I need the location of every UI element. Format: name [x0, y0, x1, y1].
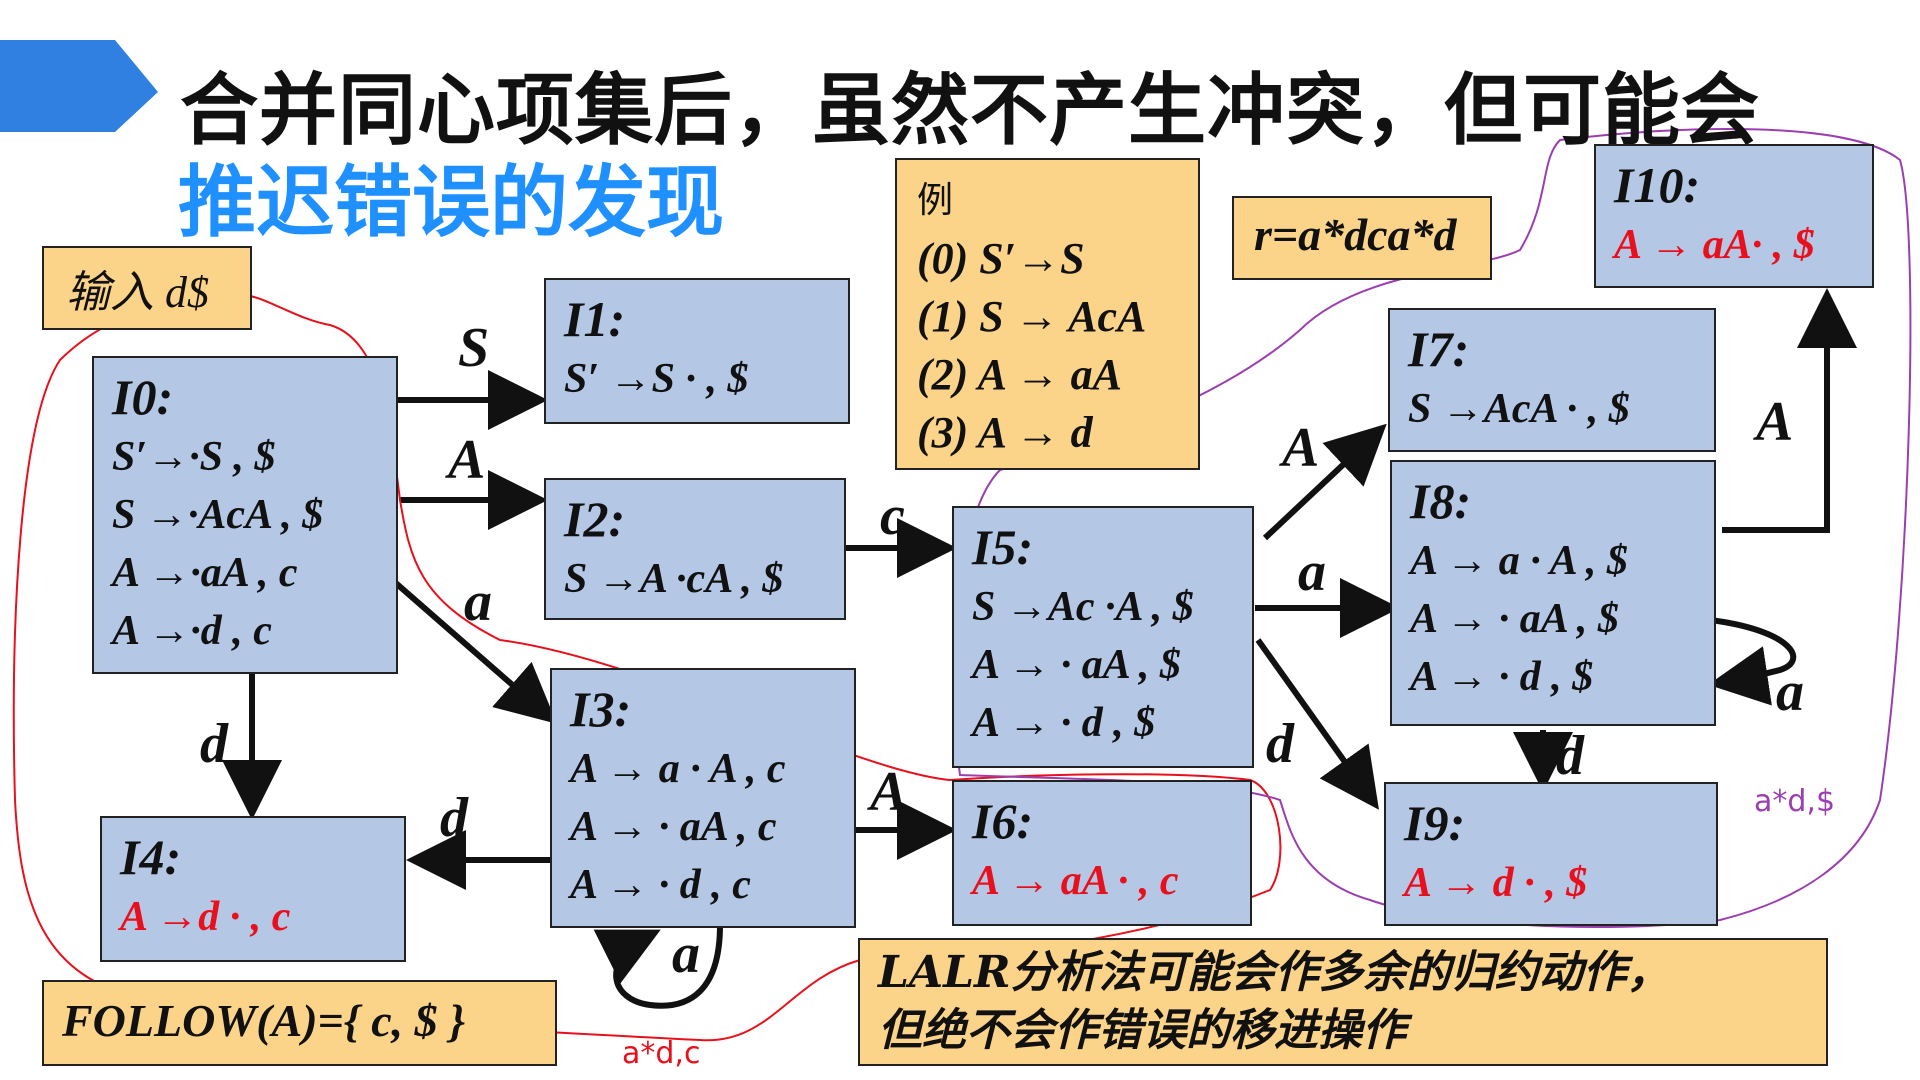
input-note-text: 输入 d$: [66, 268, 209, 317]
lr-item: A → · d , $: [1410, 654, 1594, 700]
state-name: I3:: [570, 681, 632, 737]
regex-text: r=a*dca*d: [1254, 209, 1457, 260]
edge-I8-I10: [1722, 288, 1857, 533]
state-I9: I9: A → d · , $: [1384, 782, 1718, 926]
state-name: I5:: [972, 519, 1034, 575]
header-arrow-banner: [0, 40, 158, 132]
state-name: I6:: [972, 793, 1034, 849]
edge-label-I0-I4: d: [200, 713, 228, 775]
edge-label-I8-I8: a: [1776, 661, 1804, 723]
state-I5: I5: S →Ac ·A , $ A → · aA , $ A → · d , …: [952, 506, 1254, 768]
lr-item: S′→·S , $: [112, 434, 276, 480]
lr-item: A → d · , $: [1404, 860, 1588, 906]
edge-I8-I8-loop: [1708, 617, 1797, 706]
lr-item: S →A ·cA , $: [564, 556, 784, 602]
purple-handwritten-label: a*d,$: [1754, 784, 1836, 819]
grammar-rule: (0) S′→S: [917, 234, 1085, 283]
lr-item: A →d · , c: [120, 894, 291, 940]
state-name: I0:: [112, 369, 174, 425]
edge-I5-I9: [1255, 638, 1379, 810]
follow-note: FOLLOW(A)={ c, $ }: [42, 980, 557, 1066]
grammar-rule: (2) A → aA: [917, 350, 1122, 399]
lr-item: S →AcA · , $: [1408, 386, 1630, 432]
lr-item: A → a · A , c: [570, 746, 786, 792]
state-name: I9:: [1404, 795, 1466, 851]
state-I1: I1: S′ →S · , $: [544, 278, 850, 424]
state-name: I1:: [564, 291, 626, 347]
lr-item: A → aA · , c: [972, 858, 1179, 904]
lr-item: A → a · A , $: [1410, 538, 1628, 584]
edge-label-I0-I3: a: [464, 571, 492, 633]
lr-item: A →·aA , c: [112, 550, 298, 596]
lr-item: S →·AcA , $: [112, 492, 324, 538]
grammar-example: 例 (0) S′→S (1) S → AcA (2) A → aA (3) A …: [895, 158, 1200, 470]
edge-label-I0-I1: S: [458, 317, 490, 379]
lr-item: A → · d , c: [570, 862, 751, 908]
state-I0: I0: S′→·S , $ S →·AcA , $ A →·aA , c A →…: [92, 356, 398, 674]
lr-item: A → aA· , $: [1614, 222, 1815, 268]
state-I4: I4: A →d · , c: [100, 816, 406, 962]
state-name: I8:: [1410, 473, 1472, 529]
regex-note: r=a*dca*d: [1232, 196, 1492, 280]
lr-item: S′ →S · , $: [564, 356, 749, 402]
lr-item: A → · aA , $: [1410, 596, 1619, 642]
input-note: 输入 d$: [42, 246, 252, 330]
state-I2: I2: S →A ·cA , $: [544, 478, 846, 620]
lr-item: A → · d , $: [972, 700, 1156, 746]
state-I10: I10: A → aA· , $: [1594, 144, 1874, 288]
edge-label-I3-I4: d: [440, 787, 468, 849]
edge-label-I5-I9: d: [1266, 713, 1294, 775]
state-I8: I8: A → a · A , $ A → · aA , $ A → · d ,…: [1390, 460, 1716, 726]
state-name: I2:: [564, 491, 626, 547]
state-I3: I3: A → a · A , c A → · aA , c A → · d ,…: [550, 668, 856, 928]
slide-title-line2: 推迟错误的发现: [178, 158, 725, 248]
lr-item: A → · aA , c: [570, 804, 777, 850]
edge-I5-I7: [1262, 423, 1387, 541]
example-heading: 例: [917, 180, 954, 221]
state-I7: I7: S →AcA · , $: [1388, 308, 1716, 452]
state-name: I7:: [1408, 321, 1470, 377]
edge-I0-I3: [388, 575, 558, 724]
follow-note-text: FOLLOW(A)={ c, $ }: [62, 995, 466, 1046]
slide-title-line1: 合并同心项集后，虽然不产生冲突，但可能会: [180, 66, 1761, 156]
grammar-rule: (1) S → AcA: [917, 292, 1147, 341]
red-handwritten-label: a*d,c: [622, 1036, 701, 1071]
edge-label-I2-I5: c: [880, 485, 905, 547]
edge-label-I5-I7: A: [1282, 417, 1320, 479]
edge-label-I5-I8: a: [1298, 541, 1326, 603]
edge-label-I3-I6: A: [870, 761, 908, 823]
grammar-rule: (3) A → d: [917, 408, 1093, 457]
lalr-note-line: 但绝不会作错误的移进操作: [878, 1005, 1406, 1056]
lr-item: A →·d , c: [112, 608, 272, 654]
edge-label-I3-I3: a: [672, 923, 700, 985]
edge-label-I8-I9: d: [1556, 725, 1584, 787]
edge-label-I8-I10: A: [1756, 391, 1794, 453]
state-name: I10:: [1614, 157, 1701, 213]
lr-item: S →Ac ·A , $: [972, 584, 1194, 630]
edge-I3-I3-loop: [593, 924, 723, 1009]
state-name: I4:: [120, 829, 182, 885]
purple-annotation-curve: [953, 127, 1912, 929]
edge-label-I0-I2: A: [448, 429, 486, 491]
lr-item: A → · aA , $: [972, 642, 1181, 688]
lalr-note: LALR分析法可能会作多余的归约动作， 但绝不会作错误的移进操作: [858, 938, 1828, 1066]
state-I6: I6: A → aA · , c: [952, 780, 1252, 926]
lalr-note-line: LALR分析法可能会作多余的归约动作，: [878, 947, 1671, 998]
